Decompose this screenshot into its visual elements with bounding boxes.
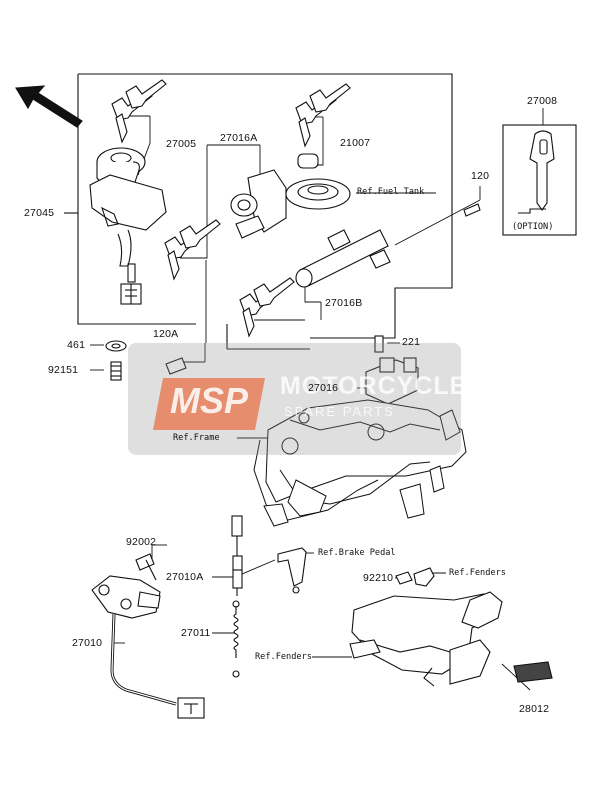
lock-bracket — [365, 357, 419, 405]
label-92151: 92151 — [48, 364, 79, 376]
label-92002: 92002 — [126, 536, 157, 548]
ignition-keys — [111, 79, 167, 144]
watermark-title: MOTORCYCLE — [280, 372, 468, 400]
option-key-box — [502, 124, 577, 236]
label-221: 221 — [402, 336, 421, 348]
ref-brake-pedal: Ref.Brake Pedal — [318, 548, 396, 558]
label-120a: 120A — [153, 328, 179, 340]
seat-lock — [164, 169, 287, 281]
label-21007: 21007 — [340, 137, 371, 149]
label-27016: 27016 — [308, 382, 339, 394]
fasteners — [105, 203, 481, 381]
label-27008: 27008 — [527, 95, 558, 107]
direction-arrow-icon — [15, 85, 83, 128]
rear-fender — [349, 567, 553, 687]
label-27045: 27045 — [24, 207, 55, 219]
ref-fuel-tank: Ref.Fuel Tank — [357, 187, 425, 197]
label-120: 120 — [471, 170, 490, 182]
watermark-logo-icon — [153, 378, 265, 430]
brake-pedal-bracket — [277, 547, 307, 594]
brake-switch-and-spring — [231, 515, 243, 678]
label-461: 461 — [67, 339, 86, 351]
watermark-subtitle: SPARE PARTS — [284, 404, 395, 419]
ref-fenders-top: Ref.Fenders — [449, 568, 506, 578]
ref-fenders-bottom: Ref.Fenders — [255, 652, 312, 662]
watermark: MSP MOTORCYCLE SPARE PARTS — [128, 343, 466, 455]
sidestand-switch — [91, 553, 205, 719]
label-92210: 92210 — [363, 572, 394, 584]
ref-frame: Ref.Frame — [173, 433, 220, 443]
label-27011: 27011 — [181, 627, 211, 639]
option-label: (OPTION) — [512, 222, 554, 232]
lock-cylinder-tube — [239, 229, 391, 338]
label-27010: 27010 — [72, 637, 103, 649]
label-27016a: 27016A — [220, 132, 258, 144]
label-27016b: 27016B — [325, 297, 363, 309]
ignition-switch — [89, 147, 167, 305]
motorcycle-frame — [253, 399, 467, 527]
label-28012: 28012 — [519, 703, 550, 715]
fuel-cap — [285, 83, 351, 210]
label-27005: 27005 — [166, 138, 197, 150]
label-27010a: 27010A — [166, 571, 204, 583]
watermark-logo-text: MSP — [169, 380, 248, 421]
